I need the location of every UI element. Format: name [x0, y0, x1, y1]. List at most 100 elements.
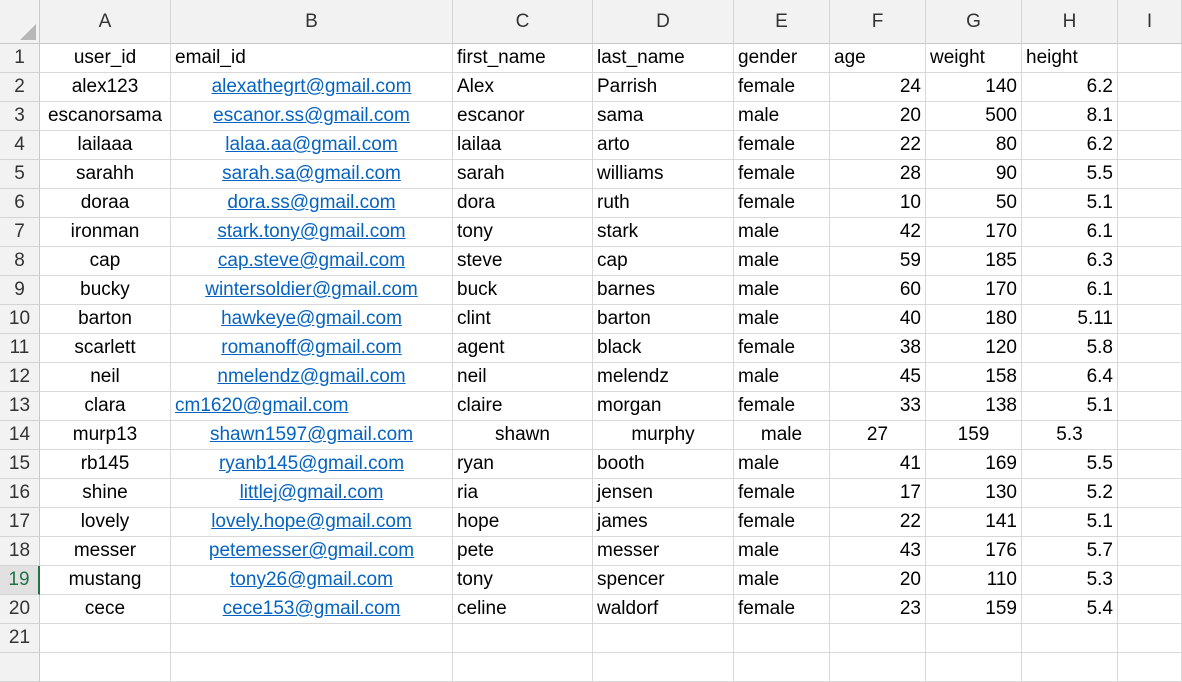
cell-e4[interactable]: female: [734, 131, 830, 160]
column-header-e[interactable]: E: [734, 0, 830, 44]
cell-a16[interactable]: shine: [40, 479, 171, 508]
row-header-12[interactable]: 12: [0, 363, 40, 392]
cell-b9[interactable]: wintersoldier@gmail.com: [171, 276, 453, 305]
cell-c5[interactable]: sarah: [453, 160, 593, 189]
cell-c21[interactable]: [453, 624, 593, 653]
cell-a19[interactable]: mustang: [40, 566, 171, 595]
cell-a11[interactable]: scarlett: [40, 334, 171, 363]
cell-f1[interactable]: age: [830, 44, 926, 73]
email-link[interactable]: lovely.hope@gmail.com: [211, 511, 412, 532]
cell-i5[interactable]: [1118, 160, 1182, 189]
cell-apartial[interactable]: [40, 653, 171, 682]
cell-h10[interactable]: 5.11: [1022, 305, 1118, 334]
cell-e21[interactable]: [734, 624, 830, 653]
cell-e11[interactable]: female: [734, 334, 830, 363]
cell-f19[interactable]: 20: [830, 566, 926, 595]
row-header-14[interactable]: 14: [0, 421, 40, 450]
column-header-g[interactable]: G: [926, 0, 1022, 44]
cell-d18[interactable]: messer: [593, 537, 734, 566]
cell-c6[interactable]: dora: [453, 189, 593, 218]
cell-b18[interactable]: petemesser@gmail.com: [171, 537, 453, 566]
cell-a17[interactable]: lovely: [40, 508, 171, 537]
cell-e3[interactable]: male: [734, 102, 830, 131]
cell-b12[interactable]: nmelendz@gmail.com: [171, 363, 453, 392]
cell-e14[interactable]: male: [734, 421, 830, 450]
cell-h4[interactable]: 6.2: [1022, 131, 1118, 160]
row-header-15[interactable]: 15: [0, 450, 40, 479]
cell-g13[interactable]: 138: [926, 392, 1022, 421]
cell-d15[interactable]: booth: [593, 450, 734, 479]
cell-g15[interactable]: 169: [926, 450, 1022, 479]
cell-f14[interactable]: 27: [830, 421, 926, 450]
cell-b16[interactable]: littlej@gmail.com: [171, 479, 453, 508]
cell-d1[interactable]: last_name: [593, 44, 734, 73]
column-header-f[interactable]: F: [830, 0, 926, 44]
cell-a3[interactable]: escanorsama: [40, 102, 171, 131]
cell-d4[interactable]: arto: [593, 131, 734, 160]
email-link[interactable]: littlej@gmail.com: [239, 482, 384, 503]
cell-h1[interactable]: height: [1022, 44, 1118, 73]
cell-f3[interactable]: 20: [830, 102, 926, 131]
cell-i21[interactable]: [1118, 624, 1182, 653]
email-link[interactable]: shawn1597@gmail.com: [209, 424, 414, 445]
cell-d2[interactable]: Parrish: [593, 73, 734, 102]
cell-a12[interactable]: neil: [40, 363, 171, 392]
cell-i13[interactable]: [1118, 392, 1182, 421]
cell-i11[interactable]: [1118, 334, 1182, 363]
cell-a10[interactable]: barton: [40, 305, 171, 334]
cell-e8[interactable]: male: [734, 247, 830, 276]
cell-c9[interactable]: buck: [453, 276, 593, 305]
cell-d10[interactable]: barton: [593, 305, 734, 334]
cell-c14[interactable]: shawn: [453, 421, 593, 450]
cell-c2[interactable]: Alex: [453, 73, 593, 102]
cell-d19[interactable]: spencer: [593, 566, 734, 595]
cell-g12[interactable]: 158: [926, 363, 1022, 392]
cell-f18[interactable]: 43: [830, 537, 926, 566]
cell-h3[interactable]: 8.1: [1022, 102, 1118, 131]
cell-b3[interactable]: escanor.ss@gmail.com: [171, 102, 453, 131]
cell-c12[interactable]: neil: [453, 363, 593, 392]
cell-a15[interactable]: rb145: [40, 450, 171, 479]
cell-i20[interactable]: [1118, 595, 1182, 624]
row-header-21[interactable]: 21: [0, 624, 40, 653]
row-header-8[interactable]: 8: [0, 247, 40, 276]
cell-b17[interactable]: lovely.hope@gmail.com: [171, 508, 453, 537]
cell-g20[interactable]: 159: [926, 595, 1022, 624]
cell-b2[interactable]: alexathegrt@gmail.com: [171, 73, 453, 102]
cell-h12[interactable]: 6.4: [1022, 363, 1118, 392]
cell-b13[interactable]: cm1620@gmail.com: [171, 392, 453, 421]
cell-d3[interactable]: sama: [593, 102, 734, 131]
cell-ipartial[interactable]: [1118, 653, 1182, 682]
cell-g18[interactable]: 176: [926, 537, 1022, 566]
cell-i2[interactable]: [1118, 73, 1182, 102]
cell-e20[interactable]: female: [734, 595, 830, 624]
row-header-partial[interactable]: [0, 653, 40, 682]
cell-d11[interactable]: black: [593, 334, 734, 363]
cell-b20[interactable]: cece153@gmail.com: [171, 595, 453, 624]
email-link[interactable]: escanor.ss@gmail.com: [213, 105, 410, 126]
cell-c8[interactable]: steve: [453, 247, 593, 276]
column-header-i[interactable]: I: [1118, 0, 1182, 44]
cell-f20[interactable]: 23: [830, 595, 926, 624]
cell-i1[interactable]: [1118, 44, 1182, 73]
email-link[interactable]: ryanb145@gmail.com: [218, 453, 405, 474]
row-header-11[interactable]: 11: [0, 334, 40, 363]
cell-h7[interactable]: 6.1: [1022, 218, 1118, 247]
row-header-10[interactable]: 10: [0, 305, 40, 334]
cell-i12[interactable]: [1118, 363, 1182, 392]
cell-h13[interactable]: 5.1: [1022, 392, 1118, 421]
cell-h17[interactable]: 5.1: [1022, 508, 1118, 537]
cell-a5[interactable]: sarahh: [40, 160, 171, 189]
cell-i17[interactable]: [1118, 508, 1182, 537]
cell-d17[interactable]: james: [593, 508, 734, 537]
cell-g7[interactable]: 170: [926, 218, 1022, 247]
email-link[interactable]: romanoff@gmail.com: [221, 337, 402, 358]
cell-h18[interactable]: 5.7: [1022, 537, 1118, 566]
cell-a6[interactable]: doraa: [40, 189, 171, 218]
cell-g19[interactable]: 110: [926, 566, 1022, 595]
row-header-6[interactable]: 6: [0, 189, 40, 218]
email-link[interactable]: sarah.sa@gmail.com: [222, 163, 401, 184]
cell-d16[interactable]: jensen: [593, 479, 734, 508]
cell-a7[interactable]: ironman: [40, 218, 171, 247]
